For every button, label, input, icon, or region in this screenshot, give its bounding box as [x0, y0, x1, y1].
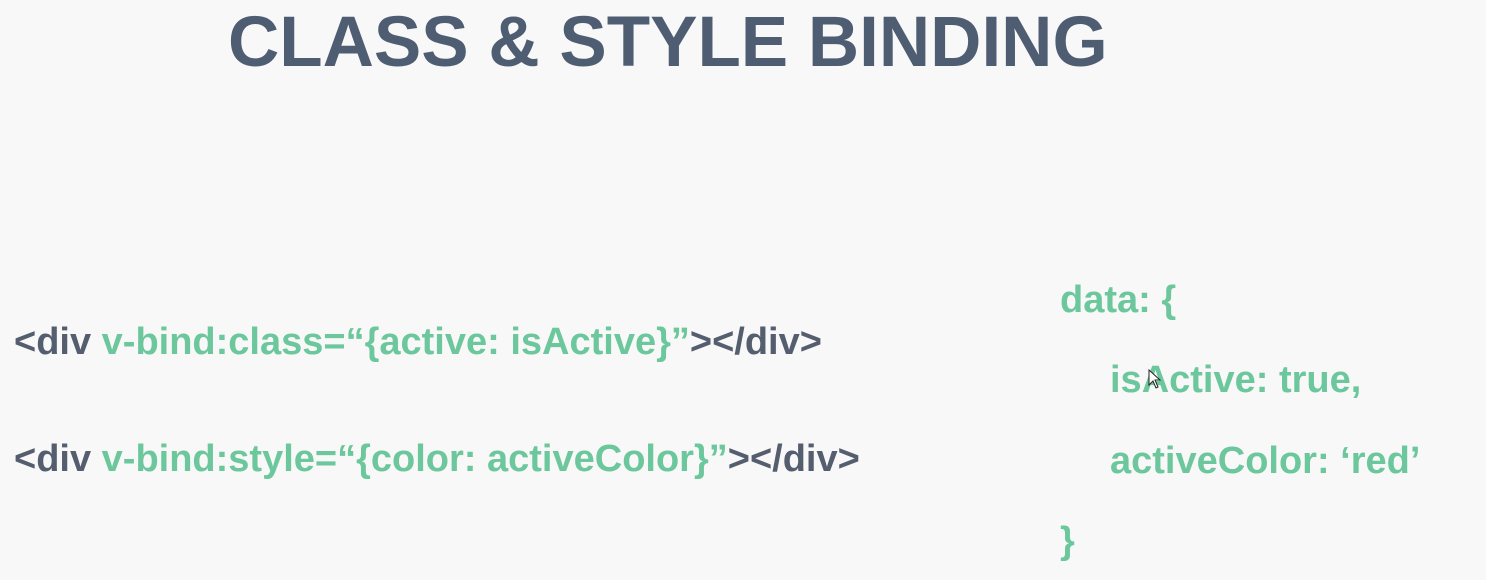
class-binding-attribute: v-bind:class=“{active: isActive}” [91, 321, 690, 363]
open-tag: <div [14, 438, 92, 480]
data-open: data: { [1060, 279, 1177, 321]
slide-title: CLASS & STYLE BINDING [228, 3, 1108, 82]
close-tag: ></div> [689, 321, 822, 363]
close-tag: ></div> [727, 438, 860, 480]
data-close: } [1060, 520, 1075, 562]
style-binding-code: <div v-bind:style=“{color: activeColor}”… [14, 438, 860, 481]
style-binding-attribute: v-bind:style=“{color: activeColor}” [91, 438, 728, 480]
class-binding-code: <div v-bind:class=“{active: isActive}”><… [14, 321, 822, 364]
open-tag: <div [14, 321, 92, 363]
mouse-pointer-icon [1148, 369, 1162, 389]
data-prop-activecolor: activeColor: ‘red’ [1110, 440, 1421, 482]
